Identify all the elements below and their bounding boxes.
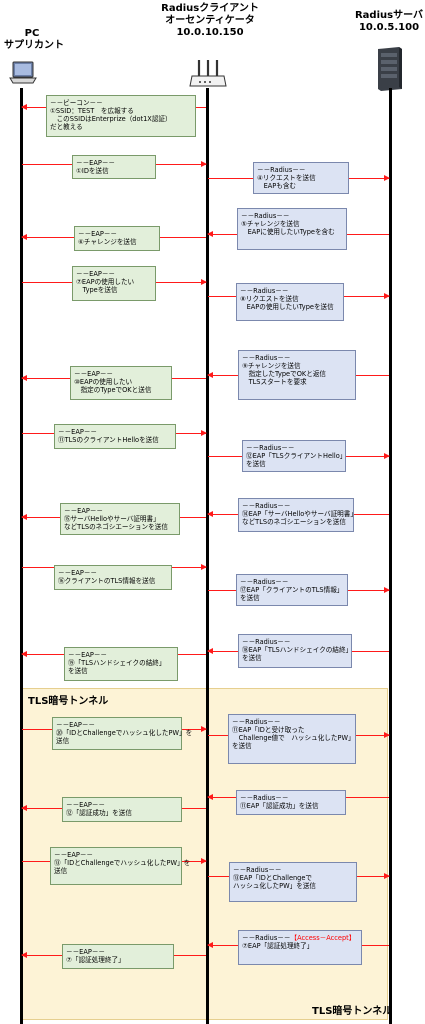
eap-auth-success-message-box: －－EAP－－ ⑫「認証成功」を送信 bbox=[62, 797, 182, 822]
radius-request-message-box: －－Radius－－ ④リクエストを送信 EAPも含む bbox=[253, 162, 349, 194]
radius-server-hello-message-box: －－Radius－－ ⑭EAP「サーバHelloやサーバ証明書」 などTLSのネ… bbox=[238, 498, 357, 532]
router-icon bbox=[189, 60, 227, 87]
eap-type-ok-message-box: －－EAP－－ ⑩EAPの使用したい 指定のTypeでOKと送信 bbox=[70, 366, 172, 400]
radius-prefix: －－Radius－－ bbox=[242, 934, 291, 942]
eap-client-tls-message-box: －－EAP－－ ⑯クライアントのTLS情報を送信 bbox=[54, 565, 172, 590]
pc-label: PC bbox=[24, 28, 40, 39]
radius-access-accept-message-box: －－Radius－－【Access－Accept】 ⑦EAP「認証処理終了」 bbox=[238, 930, 362, 965]
server-ip-label: 10.0.5.100 bbox=[358, 22, 420, 33]
eap-client-hello-message-box: －－EAP－－ ⑪TLSのクライアントHelloを送信 bbox=[54, 424, 176, 449]
radius-client-hello-message-box: －－Radius－－ ⑫EAP「TLSクライアントHello」 を送信 bbox=[242, 440, 346, 472]
eap-challenge-message-box: －－EAP－－ ⑥チャレンジを送信 bbox=[74, 226, 160, 251]
eap-type-message-box: －－EAP－－ ⑦EAPの使用したい Typeを送信 bbox=[72, 266, 156, 301]
radius-challenge-message-box: －－Radius－－ ⑤チャレンジを送信 EAPに使用したいTypeを含む bbox=[237, 208, 347, 250]
authenticator-label: Radiusクライアント bbox=[161, 3, 259, 14]
server-lifeline bbox=[389, 88, 392, 1024]
eap-hashed-pw-message-box: －－EAP－－ ⑳「IDとChallengeでハッシュ化したPW」を 送信 bbox=[52, 717, 192, 750]
tls-tunnel-label-bottom: TLS暗号トンネル bbox=[312, 1006, 393, 1017]
radius-hashed-pw-2-message-box: －－Radius－－ ⑬EAP「IDとChallengeで ハッシュ化したPW」… bbox=[229, 862, 357, 902]
pc-role-label: サプリカント bbox=[4, 40, 64, 51]
beacon-message-box: －－ビーコン－－ ①SSID：TEST を広報する このSSIDはEnterpr… bbox=[46, 95, 196, 137]
radius-handshake-end-message-box: －－Radius－－ ⑱EAP「TLSハンドシェイクの結終」 を送信 bbox=[238, 634, 352, 668]
eap-hashed-pw-2-message-box: －－EAP－－ ⑬「IDとChallengeでハッシュ化したPW」を 送信 bbox=[50, 847, 190, 885]
radius-hashed-pw-message-box: －－Radius－－ ⑪EAP「IDと受け取った Challenge値で ハッシ… bbox=[228, 714, 356, 764]
server-icon bbox=[378, 47, 402, 91]
laptop-icon bbox=[9, 61, 37, 84]
pc-lifeline bbox=[20, 88, 23, 1024]
radius-tls-start-message-box: －－Radius－－ ⑨チャレンジを送信 指定したTypeでOKと返信 TLSス… bbox=[238, 350, 356, 400]
authenticator-ip-label: 10.0.10.150 bbox=[176, 27, 244, 38]
access-accept-label: 【Access－Accept】 bbox=[290, 934, 356, 942]
server-header: Radiusサーバ 10.0.5.100 bbox=[352, 10, 425, 34]
eap-handshake-end-message-box: －－EAP－－ ⑲「TLSハンドシェイクの結終」 を送信 bbox=[64, 647, 178, 681]
radius-type-message-box: －－Radius－－ ⑧リクエストを送信 EAPの使用したいTypeを送信 bbox=[236, 283, 344, 321]
pc-header: PC サプリカント bbox=[4, 28, 64, 52]
authenticator-header: Radiusクライアント オーセンティケータ 10.0.10.150 bbox=[150, 3, 270, 39]
radius-client-tls-message-box: －－Radius－－ ⑰EAP「クライアントのTLS情報」 を送信 bbox=[236, 574, 348, 606]
eap-auth-end-message-box: －－EAP－－ ⑦「認証処理終了」 bbox=[62, 944, 174, 969]
authenticator-role-label: オーセンティケータ bbox=[165, 15, 255, 26]
eap-id-message-box: －－EAP－－ ①IDを送信 bbox=[72, 155, 156, 179]
authenticator-lifeline bbox=[206, 88, 209, 1024]
radius-auth-success-message-box: －－Radius－－ ⑪EAP「認証成功」を送信 bbox=[236, 790, 346, 815]
eap-server-hello-message-box: －－EAP－－ ⑮サーバHelloやサーバ証明書」 などTLSのネゴシエーション… bbox=[60, 503, 180, 535]
server-label: Radiusサーバ bbox=[354, 10, 423, 21]
tls-tunnel-label-top: TLS暗号トンネル bbox=[28, 696, 109, 707]
